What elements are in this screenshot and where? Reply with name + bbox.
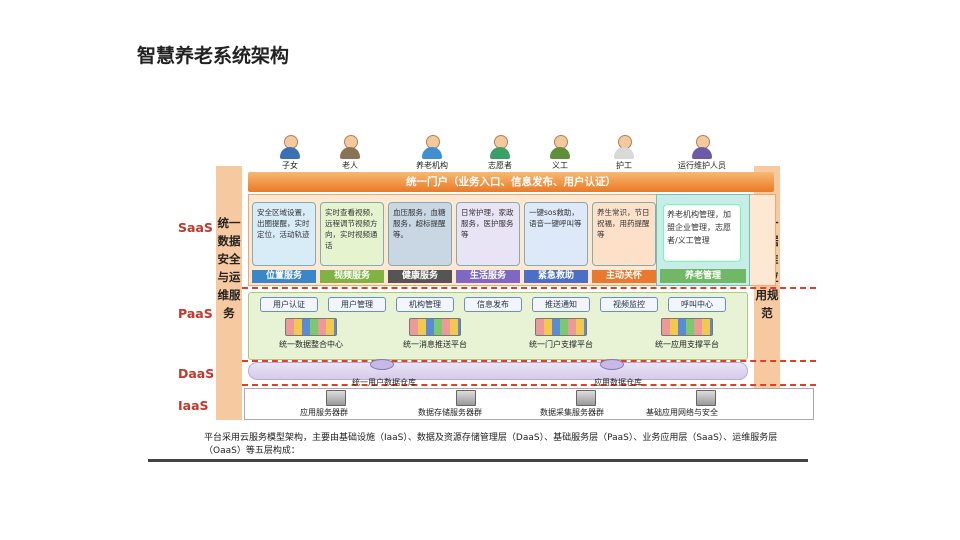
saas-service-label: 视频服务 [320, 270, 384, 283]
database-icon [370, 359, 394, 370]
layer-label-saas: SaaS [178, 220, 213, 235]
layer-label-daas: DaaS [178, 366, 215, 381]
user-roles-row: 子女 老人 养老机构 志愿者 义工 护工 运行维护人员 [148, 132, 826, 176]
saas-service-card: 一键sos救助，语音一键呼叫等 [524, 202, 588, 266]
person-icon [419, 134, 445, 160]
server-cluster-icon [535, 318, 587, 336]
saas-service-card: 养生常识，节日祝福，用药提醒等 [592, 202, 656, 266]
daas-db-label: 应用数据仓库 [594, 378, 642, 387]
left-security-panel: 统一数据安全与运维服务 [216, 166, 242, 420]
paas-service-item: 呼叫中心 [668, 297, 726, 312]
elderly-management-label: 养老管理 [660, 269, 746, 283]
layer-divider [242, 360, 816, 362]
elderly-management-card: 养老机构管理，加盟企业管理，志愿者/义工管理 [663, 204, 741, 262]
paas-platform: 统一门户支撑平台 [506, 318, 616, 350]
saas-service-card: 安全区域设置，出圈提醒，实时定位，活动轨迹 [252, 202, 316, 266]
user-role-helper: 义工 [530, 134, 590, 171]
iaas-item-label: 数据存储服务器群 [418, 408, 482, 417]
person-icon [487, 134, 513, 160]
paas-platform: 统一数据整合中心 [256, 318, 366, 350]
saas-service-card: 日常护理，家政服务，医护服务等 [456, 202, 520, 266]
architecture-diagram: 子女 老人 养老机构 志愿者 义工 护工 运行维护人员 统一数据安全与运维服务 … [148, 132, 826, 462]
nurse-icon [611, 134, 637, 160]
architecture-description: 平台采用云服务模型架构，主要由基础设施（IaaS）、数据及资源存储管理层（Daa… [204, 433, 778, 456]
user-role-caregiver: 护工 [594, 134, 654, 171]
saas-service-label: 健康服务 [388, 270, 452, 283]
person-icon [277, 134, 303, 160]
paas-service-item: 信息发布 [464, 297, 522, 312]
layer-label-paas: PaaS [178, 306, 213, 321]
unified-portal-bar: 统一门户（业务入口、信息发布、用户认证） [248, 172, 774, 192]
paas-platform: 统一应用支撑平台 [632, 318, 742, 350]
server-icon [576, 390, 596, 406]
layer-label-iaas: IaaS [178, 398, 209, 413]
paas-service-item: 视频监控 [600, 297, 658, 312]
daas-db-label: 统一用户数据仓库 [352, 378, 416, 387]
paas-service-item: 用户管理 [328, 297, 386, 312]
network-security-icon [696, 390, 716, 406]
iaas-item-label: 数据采集服务器群 [540, 408, 604, 417]
person-icon [547, 134, 573, 160]
user-role-elderly: 老人 [320, 134, 380, 171]
iaas-item-label: 基础应用网络与安全 [646, 408, 718, 417]
user-role-operator: 运行维护人员 [672, 134, 732, 171]
database-icon [600, 359, 624, 370]
user-role-volunteer: 志愿者 [470, 134, 530, 171]
saas-service-label: 生活服务 [456, 270, 520, 283]
bottom-rule [148, 459, 808, 462]
saas-service-label: 位置服务 [252, 270, 316, 283]
iaas-item-label: 应用服务器群 [300, 408, 348, 417]
paas-platform: 统一消息推送平台 [380, 318, 490, 350]
server-cluster-icon [409, 318, 461, 336]
layer-divider [242, 287, 816, 289]
saas-service-card: 实时查看视频，远程调节视频方向，实时视频通话 [320, 202, 384, 266]
layer-divider [242, 384, 816, 386]
server-icon [326, 390, 346, 406]
user-role-children: 子女 [260, 134, 320, 171]
paas-service-item: 用户认证 [260, 297, 318, 312]
paas-service-item: 推送通知 [532, 297, 590, 312]
saas-service-label: 主动关怀 [592, 270, 656, 283]
server-icon [456, 390, 476, 406]
slide-title: 智慧养老系统架构 [137, 45, 290, 67]
left-panel-text: 统一数据安全与运维服务 [217, 216, 241, 320]
server-cluster-icon [285, 318, 337, 336]
team-icon [689, 134, 715, 160]
daas-data-bar [248, 362, 748, 380]
server-cluster-icon [661, 318, 713, 336]
person-icon [337, 134, 363, 160]
saas-service-label: 紧急救助 [524, 270, 588, 283]
saas-service-card: 血压服务，血糖服务，超标提醒等。 [388, 202, 452, 266]
paas-service-item: 机构管理 [396, 297, 454, 312]
user-role-institution: 养老机构 [402, 134, 462, 171]
